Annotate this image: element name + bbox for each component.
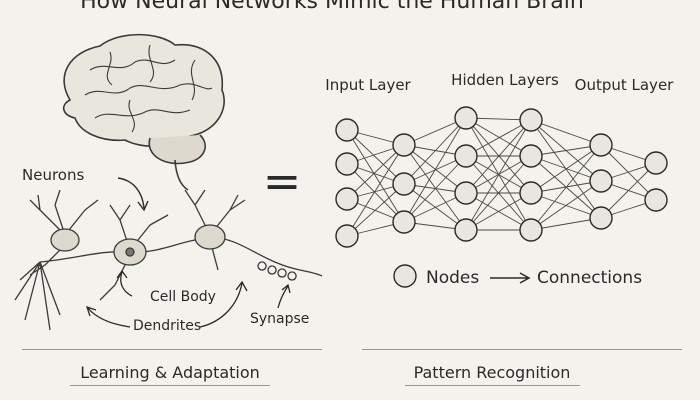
network-connection (530, 144, 602, 194)
dendrite-branches (14, 189, 246, 331)
legend-node-icon (393, 264, 417, 288)
divider-left (22, 349, 322, 350)
pattern-recognition-label: Pattern Recognition (414, 363, 571, 382)
synapse-beads (257, 261, 297, 281)
neuron-illustration (14, 189, 323, 331)
legend-nodes-label: Nodes (426, 268, 479, 288)
network-connection (403, 183, 467, 231)
input-layer-label: Input Layer (325, 76, 411, 94)
brain-illustration (62, 33, 225, 191)
divider-bottom-left (70, 385, 270, 386)
network-connection (530, 144, 602, 157)
network-connection (465, 119, 532, 194)
network-connections (346, 117, 657, 237)
brain-stem (174, 159, 189, 191)
legend-connections-label: Connections (537, 268, 642, 288)
network-connection (600, 162, 657, 219)
network-node (392, 210, 416, 234)
network-node (335, 224, 359, 248)
network-connection (403, 144, 467, 231)
synapse-label: Synapse (250, 311, 309, 327)
network-node (644, 151, 668, 175)
network-node (589, 206, 613, 230)
network-node (335, 118, 359, 142)
network-connection (465, 117, 532, 194)
equals-symbol: = (263, 154, 302, 208)
network-connection (346, 144, 405, 237)
network-connection (465, 119, 532, 231)
synapse-arrow (277, 283, 291, 309)
network-connection (465, 155, 532, 231)
network-node (519, 144, 543, 168)
network-node (644, 188, 668, 212)
dendrites-arrow (85, 305, 131, 328)
network-connection (346, 144, 405, 200)
network-node (589, 169, 613, 193)
cell-body-label: Cell Body (150, 289, 216, 305)
network-connection (530, 119, 602, 146)
hidden-layers-label: Hidden Layers (451, 71, 559, 89)
neuron-body-left (50, 228, 80, 252)
network-connection (403, 144, 467, 194)
network-connection (403, 155, 467, 223)
neuron-body-right (194, 224, 226, 250)
network-connection (465, 117, 532, 157)
brain-folds (84, 44, 213, 133)
network-connection (346, 129, 405, 185)
network-node (335, 187, 359, 211)
page-title: How Neural Networks Mimic the Human Brai… (80, 0, 584, 14)
network-node (589, 133, 613, 157)
network-node (519, 108, 543, 132)
network-node (519, 218, 543, 242)
network-connection (530, 180, 602, 231)
output-layer-label: Output Layer (575, 76, 675, 94)
learning-adaptation-label: Learning & Adaptation (80, 363, 260, 382)
cerebellum (148, 134, 206, 165)
neurons-arrow (117, 177, 149, 212)
network-node (392, 172, 416, 196)
network-connection (600, 144, 657, 201)
network-connection (346, 183, 405, 237)
network-node (454, 144, 478, 168)
legend-arrow (490, 272, 531, 284)
network-nodes (335, 106, 668, 248)
divider-bottom-right (405, 385, 580, 386)
neuron-nucleus (125, 247, 135, 257)
network-node (392, 133, 416, 157)
network-connection (530, 144, 602, 231)
network-connection (530, 217, 602, 231)
dendrites-arrow-right (199, 280, 248, 328)
dendrites-label: Dendrites (133, 318, 201, 334)
network-connection (403, 117, 467, 223)
network-connection (346, 163, 405, 223)
network-node (454, 106, 478, 130)
network-connection (346, 129, 405, 223)
brain-outline (62, 33, 225, 148)
network-connection (403, 117, 467, 185)
neurons-label: Neurons (22, 166, 84, 184)
network-node (454, 181, 478, 205)
cell-body-arrow (116, 269, 133, 297)
network-node (454, 218, 478, 242)
network-connection (465, 192, 532, 231)
network-node (519, 181, 543, 205)
network-node (335, 152, 359, 176)
network-connection (465, 119, 532, 157)
divider-right (362, 349, 682, 350)
